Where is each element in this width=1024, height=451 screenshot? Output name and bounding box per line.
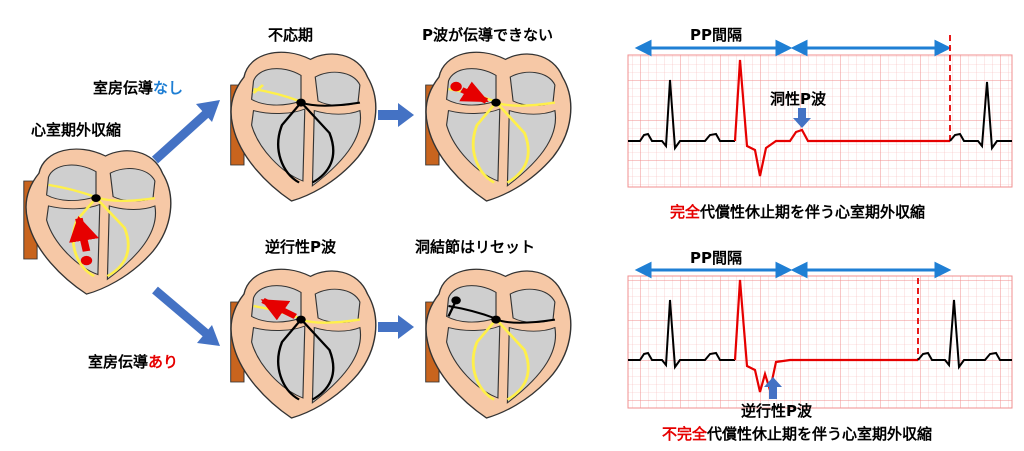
p-blocked-label: P波が伝導できない [422, 26, 553, 44]
caption-top: 完全代償性休止期を伴う心室期外収縮 [670, 203, 925, 221]
conduction-prefix: 室房伝導 [88, 353, 149, 371]
heart-retrograde-p [230, 268, 377, 419]
sinus-p-annotation: 洞性P波 [770, 90, 826, 108]
arrow-bottom-middle [378, 315, 414, 339]
arrow-top-middle [378, 103, 414, 127]
pp-interval-label-bottom: PP間隔 [690, 249, 742, 267]
pp-interval-label-top: PP間隔 [690, 26, 742, 44]
annotation-arrow-top [793, 108, 811, 128]
caption-bottom: 不完全代償性休止期を伴う心室期外収縮 [662, 425, 932, 443]
caption-top-rest: 代償性休止期を伴う心室期外収縮 [700, 203, 926, 221]
caption-bottom-highlight: 不完全 [662, 425, 708, 443]
heart-sinus-reset [425, 268, 572, 419]
annotation-arrow-bottom [764, 377, 782, 399]
no-conduction-highlight: なし [153, 79, 184, 97]
no-conduction-prefix: 室房伝導 [93, 79, 154, 97]
retrograde-p-annotation: 逆行性P波 [741, 402, 812, 420]
retrograde-p-label: 逆行性P波 [265, 238, 336, 256]
ecg-bottom [627, 261, 1013, 409]
ecg-top [627, 35, 1013, 188]
arrow-to-conduction [152, 286, 220, 346]
heart-p-blocked [425, 51, 572, 202]
heart-refractory [230, 51, 377, 202]
pp-interval-arrows-bottom [634, 261, 952, 279]
caption-bottom-rest: 代償性休止期を伴う心室期外収縮 [707, 425, 933, 443]
main-label: 心室期外収縮 [31, 121, 122, 139]
sinus-reset-label: 洞結節はリセット [415, 238, 536, 256]
refractory-label: 不応期 [268, 26, 314, 44]
conduction-label: 室房伝導あり [88, 353, 178, 371]
heart-main [23, 148, 172, 295]
pp-interval-arrows-top [634, 39, 952, 57]
caption-top-highlight: 完全 [670, 203, 701, 221]
arrow-to-no-conduction [151, 100, 220, 164]
conduction-highlight: あり [148, 353, 179, 371]
flow-arrows [151, 100, 414, 346]
no-conduction-label: 室房伝導なし [93, 79, 183, 97]
